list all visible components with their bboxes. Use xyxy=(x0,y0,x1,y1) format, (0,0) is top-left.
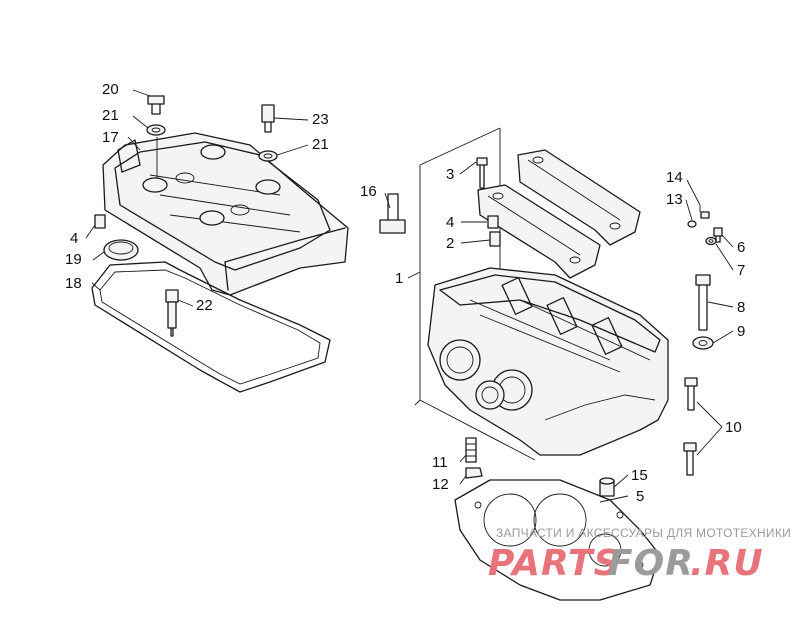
callout-11: 11 xyxy=(432,454,448,471)
callout-1: 1 xyxy=(395,270,403,287)
callout-9: 9 xyxy=(737,323,745,340)
gasket-18 xyxy=(91,261,331,393)
watermark-brand-for: FOR xyxy=(608,543,694,584)
bolts-10 xyxy=(683,377,698,476)
callout-10: 10 xyxy=(725,419,742,436)
valve-cover xyxy=(102,132,349,296)
washer-21-right xyxy=(258,150,278,162)
watermark-brand-ru: .RU xyxy=(690,543,764,584)
washer-21-left xyxy=(146,124,166,136)
dowel-15 xyxy=(599,477,615,497)
callout-numbers: 20 21 17 4 19 18 22 23 21 16 3 4 2 1 14 … xyxy=(65,81,745,505)
callout-20: 20 xyxy=(102,81,119,98)
washer-13 xyxy=(687,220,697,228)
callout-16: 16 xyxy=(360,183,377,200)
bolt-8 xyxy=(695,274,711,331)
bolt-3 xyxy=(476,157,488,189)
head-gasket-5 xyxy=(454,479,661,601)
pin-4-left xyxy=(94,214,106,229)
callout-5: 5 xyxy=(636,488,644,505)
callout-8: 8 xyxy=(737,299,745,316)
right-leaders xyxy=(384,161,734,503)
callout-19: 19 xyxy=(65,251,82,268)
stud-16 xyxy=(379,193,406,234)
watermark-tagline: ЗАПЧАСТИ И АКСЕССУАРЫ ДЛЯ МОТОТЕХНИКИ xyxy=(496,526,791,540)
callout-23: 23 xyxy=(312,111,329,128)
callout-17: 17 xyxy=(102,129,119,146)
bolt-6 xyxy=(713,227,723,243)
bolt-14 xyxy=(700,211,710,219)
callout-14: 14 xyxy=(666,169,683,186)
washer-9 xyxy=(692,336,714,350)
callout-21-right: 21 xyxy=(312,136,329,153)
cover-bolt-20 xyxy=(147,95,165,115)
spark-plug-22 xyxy=(165,289,179,337)
cylinder-head xyxy=(427,267,669,456)
callout-12: 12 xyxy=(432,476,449,493)
washer-7 xyxy=(705,236,717,246)
nut-12 xyxy=(465,467,483,479)
callout-2: 2 xyxy=(446,235,454,252)
callout-18: 18 xyxy=(65,275,82,292)
seal-19 xyxy=(103,239,139,261)
callout-22: 22 xyxy=(196,297,213,314)
sensor-23 xyxy=(261,104,275,133)
stud-11 xyxy=(465,437,477,463)
callout-13: 13 xyxy=(666,191,683,208)
watermark-brand-parts: PARTS xyxy=(488,543,621,584)
callout-21-left: 21 xyxy=(102,107,119,124)
callout-3: 3 xyxy=(446,166,454,183)
pin-4-right xyxy=(487,215,499,229)
callout-4-right: 4 xyxy=(446,214,454,231)
callout-15: 15 xyxy=(631,467,648,484)
callout-7: 7 xyxy=(737,262,745,279)
left-leaders xyxy=(85,89,309,307)
callout-6: 6 xyxy=(737,239,745,256)
watermark: ЗАПЧАСТИ И АКСЕССУАРЫ ДЛЯ МОТОТЕХНИКИ PA… xyxy=(488,526,791,584)
cam-cap-rear xyxy=(517,149,641,246)
callout-4-left: 4 xyxy=(70,230,78,247)
pin-2 xyxy=(489,231,501,247)
